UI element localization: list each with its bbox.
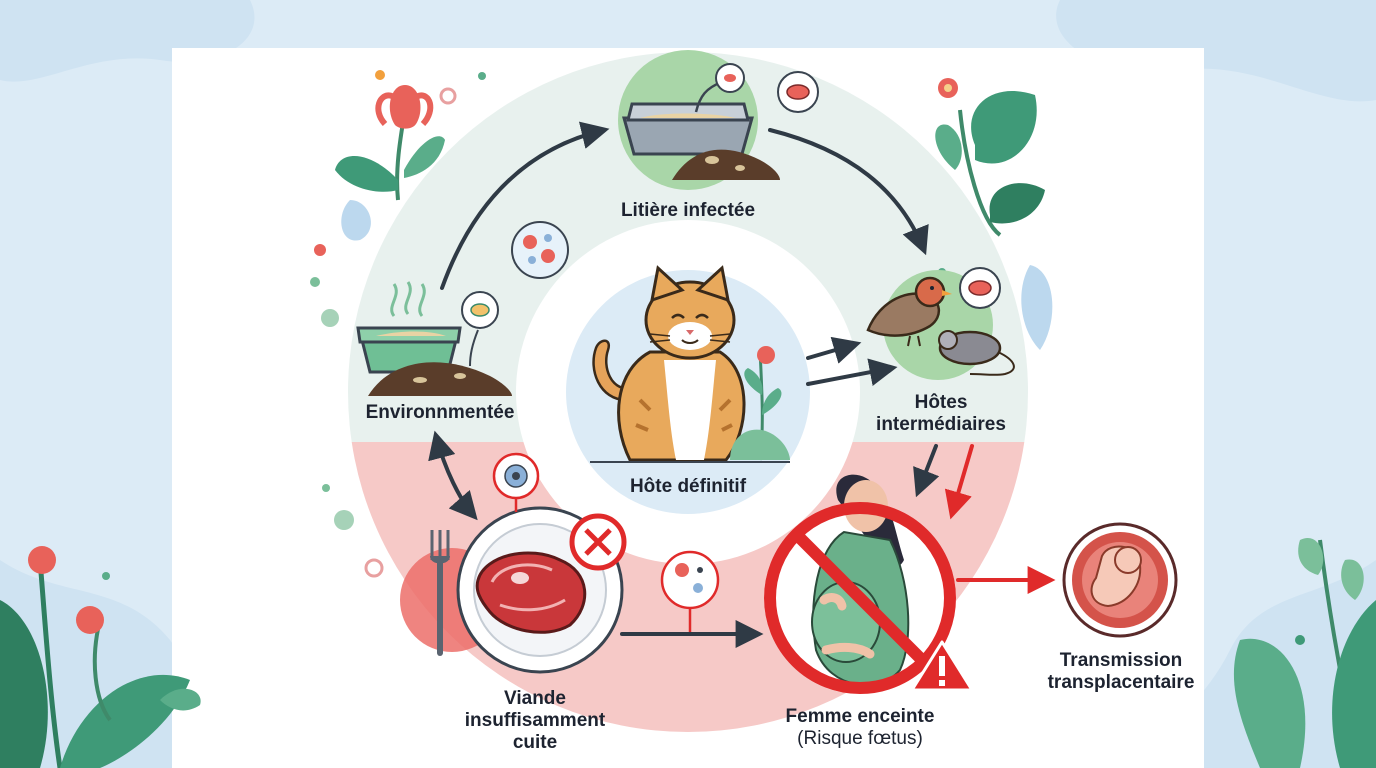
cat-icon xyxy=(592,265,746,462)
environnement-node xyxy=(356,281,512,396)
label-viande: Viande insuffisamment cuite xyxy=(440,688,630,754)
prohibition-icon xyxy=(569,513,627,571)
plant-bottom-right-icon xyxy=(1233,538,1376,768)
parasite-icon xyxy=(959,267,1001,309)
bird-icon xyxy=(866,276,952,347)
parasite-icon xyxy=(492,452,720,632)
meat-icon xyxy=(475,551,587,634)
soil-pile-icon xyxy=(368,362,512,396)
label-femme-line2: (Risque fœtus) xyxy=(797,728,923,749)
label-hotes-line2: intermédiaires xyxy=(876,414,1006,435)
label-hote-definitif: Hôte définitif xyxy=(629,476,747,497)
label-transmission-line2: transplacentaire xyxy=(1047,672,1195,693)
label-viande-line2: insuffisamment xyxy=(464,710,606,731)
plant-bottom-left-icon xyxy=(0,546,201,768)
femme-enceinte-node xyxy=(764,474,974,694)
warning-icon xyxy=(910,640,974,692)
label-viande-line3: cuite xyxy=(512,732,558,753)
cat-plant-icon xyxy=(730,346,790,461)
parasite-icon xyxy=(461,221,569,367)
plant-top-left-icon xyxy=(335,85,445,201)
label-femme-line1: Femme enceinte xyxy=(785,706,935,727)
label-hotes-intermediaires: Hôtes intermédiaires xyxy=(858,392,1024,436)
fork-icon xyxy=(430,530,450,656)
soil-pile-icon xyxy=(672,149,780,180)
cycle-arrows xyxy=(428,121,1056,648)
label-hotes-line1: Hôtes xyxy=(914,392,968,413)
litter-box-icon xyxy=(622,102,754,156)
label-transmission-line1: Transmission xyxy=(1059,650,1183,671)
mouse-icon xyxy=(938,330,1015,376)
label-femme-enceinte: Femme enceinte (Risque fœtus) xyxy=(768,706,952,750)
viande-node xyxy=(430,506,627,674)
microscope-cell-icon xyxy=(715,63,819,113)
plant-top-right-icon xyxy=(935,78,1045,237)
label-viande-line1: Viande xyxy=(504,688,566,709)
label-transmission: Transmission transplacentaire xyxy=(1030,650,1212,694)
fetus-icon xyxy=(1062,522,1178,638)
label-litiere: Litière infectée xyxy=(620,200,756,221)
prohibition-icon xyxy=(764,502,956,694)
label-environnement: Environnmentée xyxy=(365,402,515,423)
